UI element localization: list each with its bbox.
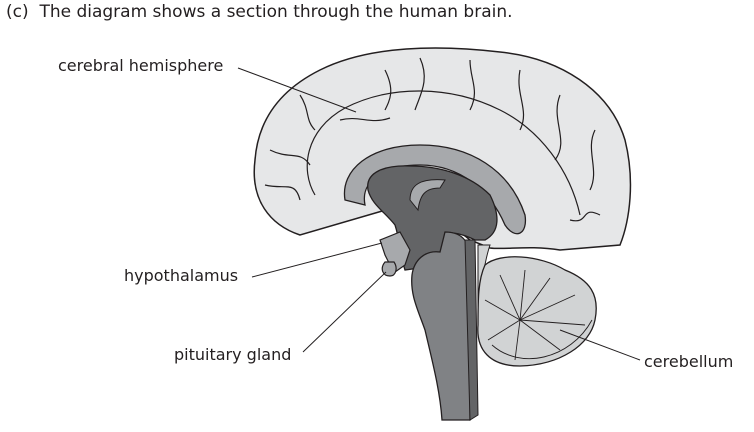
- brainstem: [411, 231, 471, 421]
- label-cerebellum: cerebellum: [644, 352, 734, 371]
- question-number: (c): [6, 2, 29, 22]
- hypothalamus: [379, 231, 411, 273]
- leader-hypothalamus: [251, 242, 383, 278]
- leader-pituitary: [302, 271, 387, 353]
- question-statement: The diagram shows a section through the …: [39, 2, 513, 22]
- leader-cerebellum: [559, 329, 641, 361]
- arbor-vitae: [484, 269, 593, 361]
- leader-lines: [237, 67, 641, 361]
- label-cerebral-hemisphere: cerebral hemisphere: [58, 56, 224, 75]
- question-text: (c) The diagram shows a section through …: [6, 2, 513, 22]
- label-pituitary-gland: pituitary gland: [174, 345, 292, 364]
- leader-cerebral-hemisphere: [237, 67, 357, 113]
- label-hypothalamus: hypothalamus: [124, 266, 239, 285]
- gyri-lines: [264, 57, 601, 222]
- cerebellum: [477, 256, 597, 367]
